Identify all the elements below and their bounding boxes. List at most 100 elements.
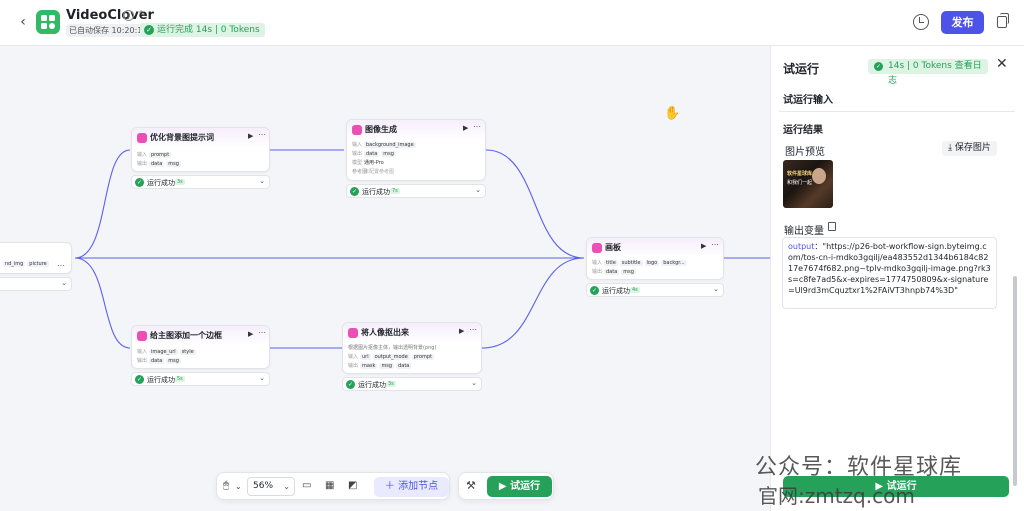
success-icon: ✓	[346, 380, 355, 389]
chevron-down-icon[interactable]: ⌄	[713, 285, 719, 293]
add-node-button[interactable]: ＋ 添加节点	[374, 477, 449, 497]
param-chip: mask	[360, 363, 378, 369]
panel-run-button[interactable]: ▶ 试运行	[783, 476, 1009, 497]
layout-icon[interactable]: ▦	[325, 480, 335, 491]
row-label: 输入	[348, 354, 359, 360]
wrench-icon[interactable]: ⚒	[466, 479, 476, 492]
comment-icon[interactable]: ▭	[302, 480, 312, 491]
play-icon[interactable]: ▶	[463, 124, 469, 132]
node-status[interactable]: ✓ 运行成功 4s ⌄	[586, 283, 724, 297]
node-title: 将人像抠出来	[361, 328, 409, 337]
test-run-button[interactable]: ▶ 试运行	[487, 476, 552, 497]
llm-icon	[137, 133, 147, 143]
duration-badge: 4s	[630, 287, 640, 293]
test-run-panel: 试运行 ✓ 14s | 0 Tokens 查看日志 ✕ 试运行输入 运行结果 图…	[770, 46, 1024, 511]
publish-button[interactable]: 发布	[941, 11, 984, 34]
edges-layer	[74, 149, 770, 349]
edit-icon[interactable]: ✎	[138, 10, 147, 20]
test-input-section[interactable]: 试运行输入	[783, 95, 833, 106]
zoom-select[interactable]: 56%⌄	[247, 477, 295, 496]
play-icon[interactable]: ▶	[248, 132, 254, 140]
more-icon[interactable]: ⋯	[469, 325, 478, 334]
param-chip: data	[364, 151, 380, 157]
param-chip: background_image	[364, 142, 416, 148]
save-image-button[interactable]: ⤓ 保存图片	[942, 141, 997, 156]
param-chip: msg	[166, 358, 181, 364]
copy-icon[interactable]	[828, 222, 836, 231]
param-chip: style	[179, 349, 196, 355]
param-chip: logo	[644, 260, 660, 266]
row-label: 模型	[352, 160, 363, 166]
play-icon[interactable]: ▶	[701, 242, 707, 250]
status-text: 运行成功	[147, 179, 175, 187]
node-title: 图像生成	[365, 125, 397, 134]
param-chip: prompt	[149, 152, 172, 158]
copy-icon[interactable]	[997, 13, 1009, 28]
watermark: 官网:zmtzq.com	[758, 484, 915, 508]
save-image-label: 保存图片	[954, 143, 991, 153]
app-logo-icon	[36, 10, 60, 34]
edge	[485, 149, 585, 259]
more-icon[interactable]: ⋯	[258, 328, 267, 337]
play-icon[interactable]: ▶	[459, 327, 465, 335]
param-chip: msg	[379, 363, 395, 369]
llm-icon	[137, 331, 147, 341]
param-chip: data	[149, 358, 165, 364]
result-image[interactable]: 软件星球库 和我们一起	[783, 160, 833, 208]
row-label: 输入	[352, 142, 363, 148]
duration-badge: 5s	[175, 376, 185, 382]
play-icon: ▶	[498, 481, 511, 492]
node-status[interactable]: ✓ 运行成功 5s ⌄	[131, 372, 270, 386]
node-status[interactable]: ✓ 运行成功 3s ⌄	[342, 377, 482, 391]
chevron-down-icon[interactable]: ⌄	[61, 279, 67, 287]
param-chip: backgr...	[661, 260, 687, 266]
node-status[interactable]: ✓ 运行成功 7s ⌄	[346, 184, 486, 198]
param-chip: subtitle	[619, 260, 643, 266]
duration-badge: 7s	[390, 188, 400, 194]
chevron-down-icon[interactable]: ⌄	[471, 379, 477, 387]
row-label: 参考图	[352, 169, 368, 175]
edge	[74, 149, 131, 259]
output-value[interactable]: output："https://p26-bot-workflow-sign.by…	[782, 237, 997, 309]
more-icon[interactable]: ⋯	[258, 130, 267, 139]
node-reference: 参考图未配置参考图	[352, 168, 394, 175]
start-node-status[interactable]: ⌄	[0, 277, 72, 291]
watermark: 公众号：软件星球库	[755, 455, 963, 480]
zoom-value: 56%	[253, 481, 274, 491]
chevron-down-icon[interactable]: ⌄	[235, 482, 242, 491]
param-chip: prompt	[411, 354, 434, 360]
check-icon: ✓	[874, 62, 883, 71]
param-chip: msg	[621, 269, 636, 275]
more-icon[interactable]: ⋯	[473, 122, 482, 131]
run-log-badge[interactable]: ✓ 14s | 0 Tokens 查看日志	[868, 59, 988, 86]
info-icon[interactable]: i	[123, 10, 134, 21]
portrait	[812, 168, 826, 184]
more-icon[interactable]: ⋯	[711, 240, 720, 249]
add-node-label: 添加节点	[398, 481, 439, 492]
test-run-label: 试运行	[510, 481, 541, 492]
chevron-down-icon[interactable]: ⌄	[259, 177, 265, 185]
more-icon[interactable]: ⋯	[57, 261, 66, 270]
preview-label: 图片预览	[785, 147, 825, 158]
mouse-mode-icon[interactable]: 🖱	[223, 480, 229, 491]
play-icon[interactable]: ▶	[248, 330, 254, 338]
history-icon[interactable]	[913, 14, 929, 30]
chevron-down-icon[interactable]: ⌄	[475, 186, 481, 194]
close-icon[interactable]: ✕	[996, 56, 1008, 72]
duration-badge: 3s	[175, 179, 185, 185]
back-icon[interactable]: ‹	[20, 14, 26, 30]
minimap-icon[interactable]: ◩	[348, 480, 358, 491]
scrollbar[interactable]	[1013, 276, 1017, 486]
chevron-down-icon[interactable]: ⌄	[259, 374, 265, 382]
node-status[interactable]: ✓ 运行成功 3s ⌄	[131, 175, 270, 189]
